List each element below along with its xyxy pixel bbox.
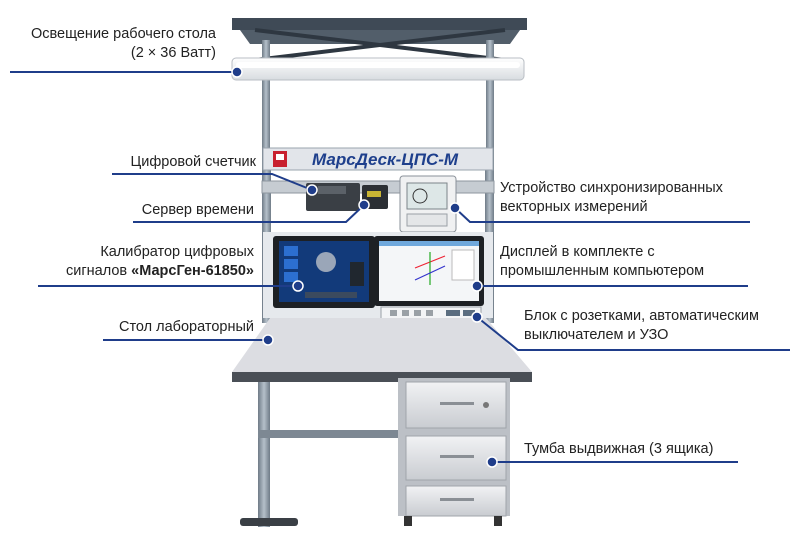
callout-socket-block-line1: Блок с розетками, автоматическим — [524, 308, 759, 324]
callout-dot-display — [471, 280, 483, 292]
callout-digital-counter: Цифровой счетчик — [130, 154, 256, 170]
callout-dot-calibrator — [292, 280, 304, 292]
callout-calibrator: Калибратор цифровых сигналов «МарсГен-61… — [66, 243, 254, 281]
callout-pmu: Устройство синхронизированных векторных … — [500, 179, 723, 217]
callout-display-line1: Дисплей в комплекте с — [500, 244, 655, 260]
callout-socket-block-line2: выключателем и УЗО — [524, 327, 669, 343]
calibrator-device — [273, 236, 375, 308]
product-name: МарсДеск-ЦПС-М — [312, 150, 459, 169]
callout-dot-time-server — [358, 199, 370, 211]
leader-time-server — [133, 204, 365, 223]
drawer-unit — [398, 378, 510, 526]
leader-digital-counter — [112, 173, 313, 191]
callout-pmu-line1: Устройство синхронизированных — [500, 180, 723, 196]
callout-time-server: Сервер времени — [141, 202, 254, 218]
callout-calibrator-line2: сигналов «МарсГен-61850» — [66, 262, 254, 281]
table-top — [232, 318, 532, 382]
callout-calibrator-product: «МарсГен-61850» — [131, 263, 254, 279]
display-monitor — [374, 236, 484, 306]
socket-block — [380, 306, 482, 320]
callout-dot-drawer-unit — [486, 456, 498, 468]
callout-dot-digital-counter — [306, 184, 318, 196]
desk-lamp — [231, 57, 525, 81]
overhead-frame — [232, 18, 527, 150]
leader-pmu — [454, 207, 750, 223]
callout-socket-block: Блок с розетками, автоматическим выключа… — [524, 307, 759, 345]
callout-drawer-unit: Тумба выдвижная (3 ящика) — [524, 441, 714, 457]
callout-display: Дисплей в комплекте с промышленным компь… — [500, 243, 704, 281]
callout-calibrator-prefix: сигналов — [66, 263, 132, 279]
callout-display-line2: промышленным компьютером — [500, 263, 705, 279]
leader-lines — [10, 66, 790, 468]
callout-calibrator-line1: Калибратор цифровых — [100, 244, 254, 260]
title-panel: МарсДеск-ЦПС-М — [262, 147, 494, 171]
callout-lighting-line1: Освещение рабочего стола — [30, 26, 216, 42]
din-rail-devices — [261, 175, 495, 233]
callout-dot-lighting — [231, 66, 243, 78]
callout-dot-pmu — [449, 202, 461, 214]
callout-dot-socket-block — [471, 311, 483, 323]
callout-lab-table: Стол лабораторный — [118, 319, 254, 335]
callout-dot-lab-table — [262, 334, 274, 346]
callout-pmu-line2: векторных измерений — [500, 199, 648, 215]
callout-lighting: Освещение рабочего стола (2 × 36 Ватт) — [31, 25, 216, 63]
callout-lighting-line2: (2 × 36 Ватт) — [130, 45, 216, 61]
table-legs — [240, 382, 408, 527]
leader-socket-block — [476, 316, 790, 351]
